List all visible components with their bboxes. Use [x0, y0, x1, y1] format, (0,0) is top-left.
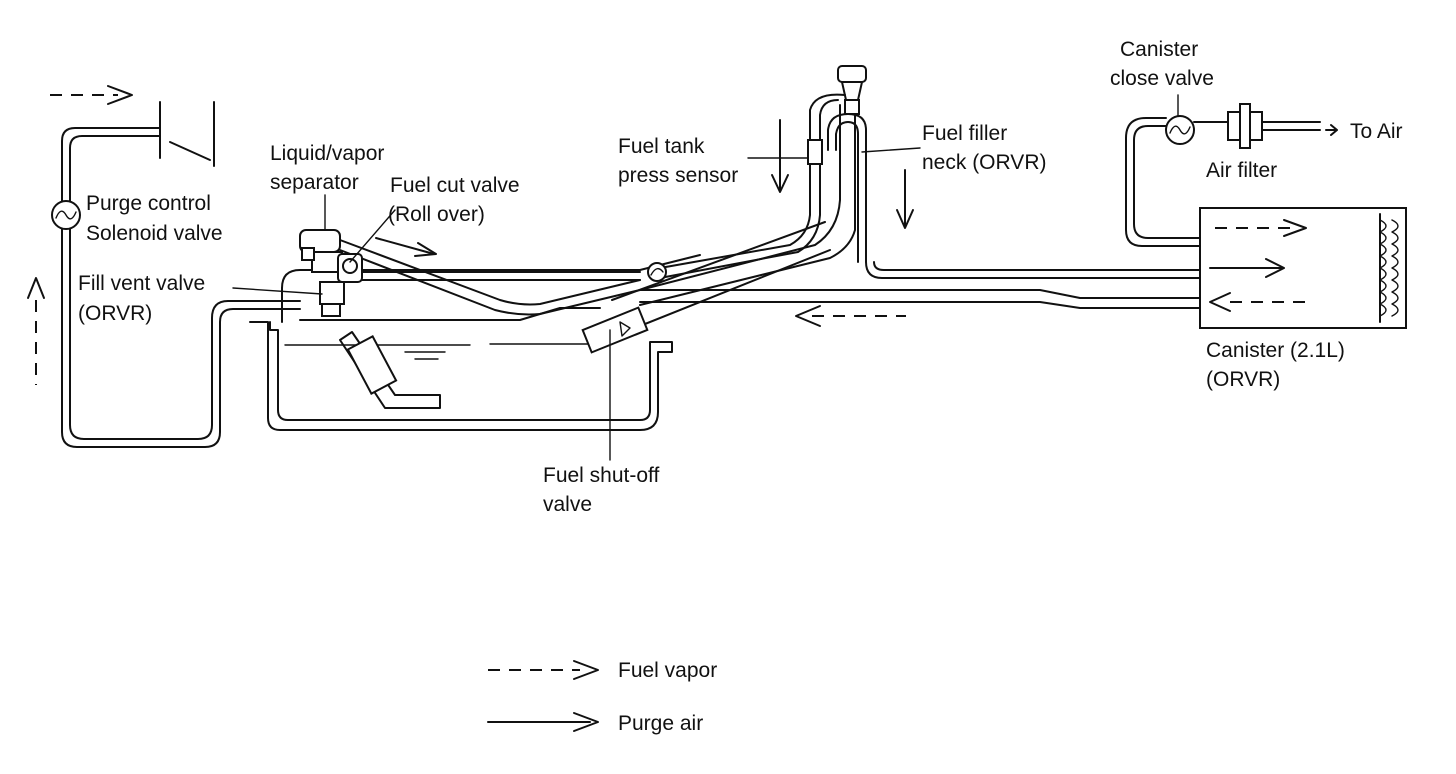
- label-canister-close-1: Canister: [1120, 38, 1198, 61]
- canister-close-valve: [1165, 115, 1195, 145]
- fuel-cut-valve: [337, 253, 363, 283]
- label-fill-vent-1: Fill vent valve: [78, 272, 205, 295]
- legend-fuel-vapor: Fuel vapor: [618, 659, 717, 682]
- label-filler-neck-1: Fuel filler: [922, 122, 1007, 145]
- labels: Purge control Solenoid valve Liquid/vapo…: [78, 38, 1403, 516]
- label-tank-press-2: press sensor: [618, 164, 738, 187]
- fill-vent-valve: [319, 281, 345, 317]
- label-filler-neck-2: neck (ORVR): [922, 151, 1046, 174]
- label-fuel-cut-1: Fuel cut valve: [390, 174, 520, 197]
- label-air-filter: Air filter: [1206, 159, 1277, 182]
- canister-line: [639, 289, 1201, 309]
- air-filter: [1227, 103, 1263, 149]
- canister-close-line: [1125, 117, 1321, 247]
- label-canister-2: (ORVR): [1206, 368, 1280, 391]
- legend: Fuel vapor Purge air: [487, 659, 717, 735]
- fuel-tank: [249, 254, 701, 431]
- label-liquid-vapor-1: Liquid/vapor: [270, 142, 384, 165]
- label-shutoff-1: Fuel shut-off: [543, 464, 660, 487]
- label-fuel-cut-2: (Roll over): [388, 203, 485, 226]
- label-purge-control-2: Solenoid valve: [86, 222, 223, 245]
- label-tank-press-1: Fuel tank: [618, 135, 705, 158]
- label-to-air: To Air: [1350, 120, 1403, 143]
- legend-purge-air: Purge air: [618, 712, 703, 735]
- label-liquid-vapor-2: separator: [270, 171, 359, 194]
- liquid-vapor-separator: [299, 229, 343, 273]
- leader-lines: [232, 94, 1179, 461]
- vent-lines: [339, 239, 641, 316]
- label-canister-close-2: close valve: [1110, 67, 1214, 90]
- purge-control-solenoid-valve: [51, 200, 81, 230]
- label-fill-vent-2: (ORVR): [78, 302, 152, 325]
- purge-line: [61, 101, 301, 448]
- label-shutoff-2: valve: [543, 493, 592, 516]
- label-purge-control-1: Purge control: [86, 192, 211, 215]
- label-canister-1: Canister (2.1L): [1206, 339, 1345, 362]
- flow-arrows: [27, 85, 1338, 385]
- filler-tubes: [581, 65, 1201, 354]
